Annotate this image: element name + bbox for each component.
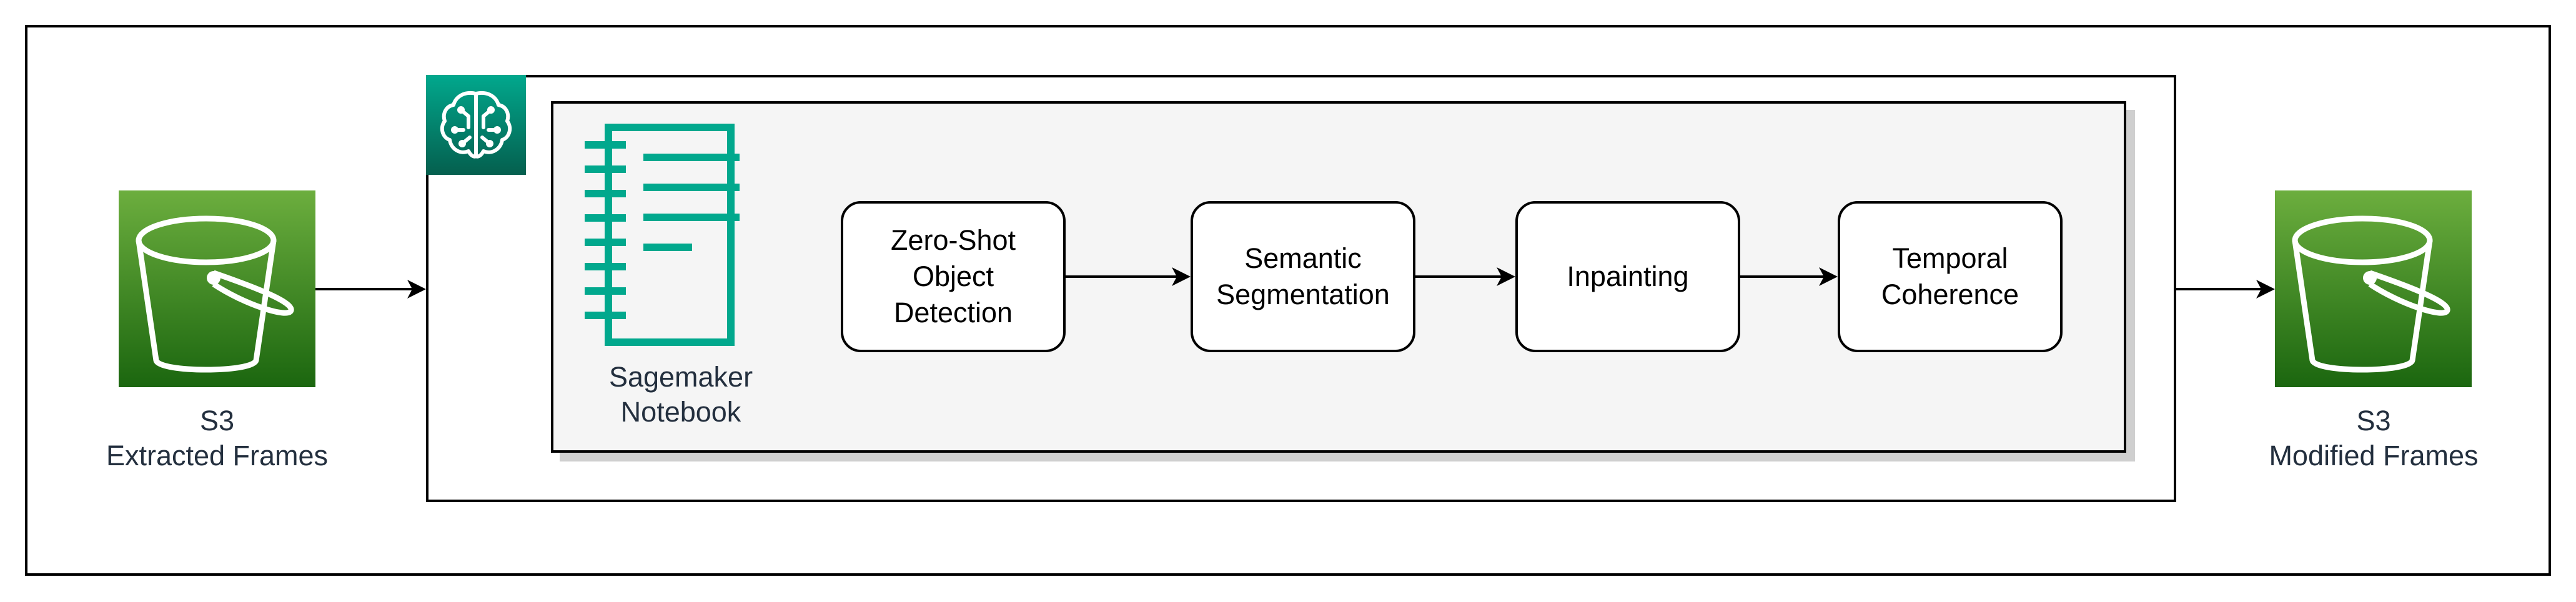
step-1-line1: Zero-Shot bbox=[890, 224, 1016, 256]
notebook-label-line1: Sagemaker bbox=[608, 361, 753, 393]
step-3-line1: Inpainting bbox=[1567, 260, 1689, 292]
source-label: S3 Extracted Frames bbox=[69, 403, 365, 473]
step-1-line3: Detection bbox=[893, 297, 1013, 328]
notebook-label: Sagemaker Notebook bbox=[587, 360, 775, 430]
destination-label: S3 Modified Frames bbox=[2224, 403, 2524, 473]
destination-label-line1: S3 bbox=[2356, 405, 2391, 437]
step-4-line1: Temporal bbox=[1892, 242, 2008, 274]
step-2-line2: Segmentation bbox=[1216, 279, 1390, 310]
step-4-line2: Coherence bbox=[1881, 279, 2019, 310]
step-temporal-coherence: Temporal Coherence bbox=[1838, 201, 2063, 352]
step-semantic-segmentation: Semantic Segmentation bbox=[1191, 201, 1415, 352]
source-label-line1: S3 bbox=[199, 405, 235, 437]
notebook-label-line2: Notebook bbox=[620, 396, 741, 428]
step-2-line1: Semantic bbox=[1244, 242, 1362, 274]
sagemaker-brain-icon bbox=[440, 91, 512, 159]
destination-s3-bucket bbox=[2275, 190, 2472, 387]
step-1-line2: Object bbox=[912, 260, 994, 292]
destination-label-line2: Modified Frames bbox=[2269, 440, 2479, 471]
source-s3-bucket bbox=[119, 190, 315, 387]
s3-bucket-icon bbox=[2292, 215, 2450, 373]
s3-bucket-icon bbox=[136, 215, 294, 373]
step-zero-shot-object-detection: Zero-Shot Object Detection bbox=[841, 201, 1066, 352]
sagemaker-badge bbox=[426, 75, 526, 175]
source-label-line2: Extracted Frames bbox=[106, 440, 329, 471]
step-inpainting: Inpainting bbox=[1515, 201, 1740, 352]
notebook-icon bbox=[585, 124, 740, 346]
